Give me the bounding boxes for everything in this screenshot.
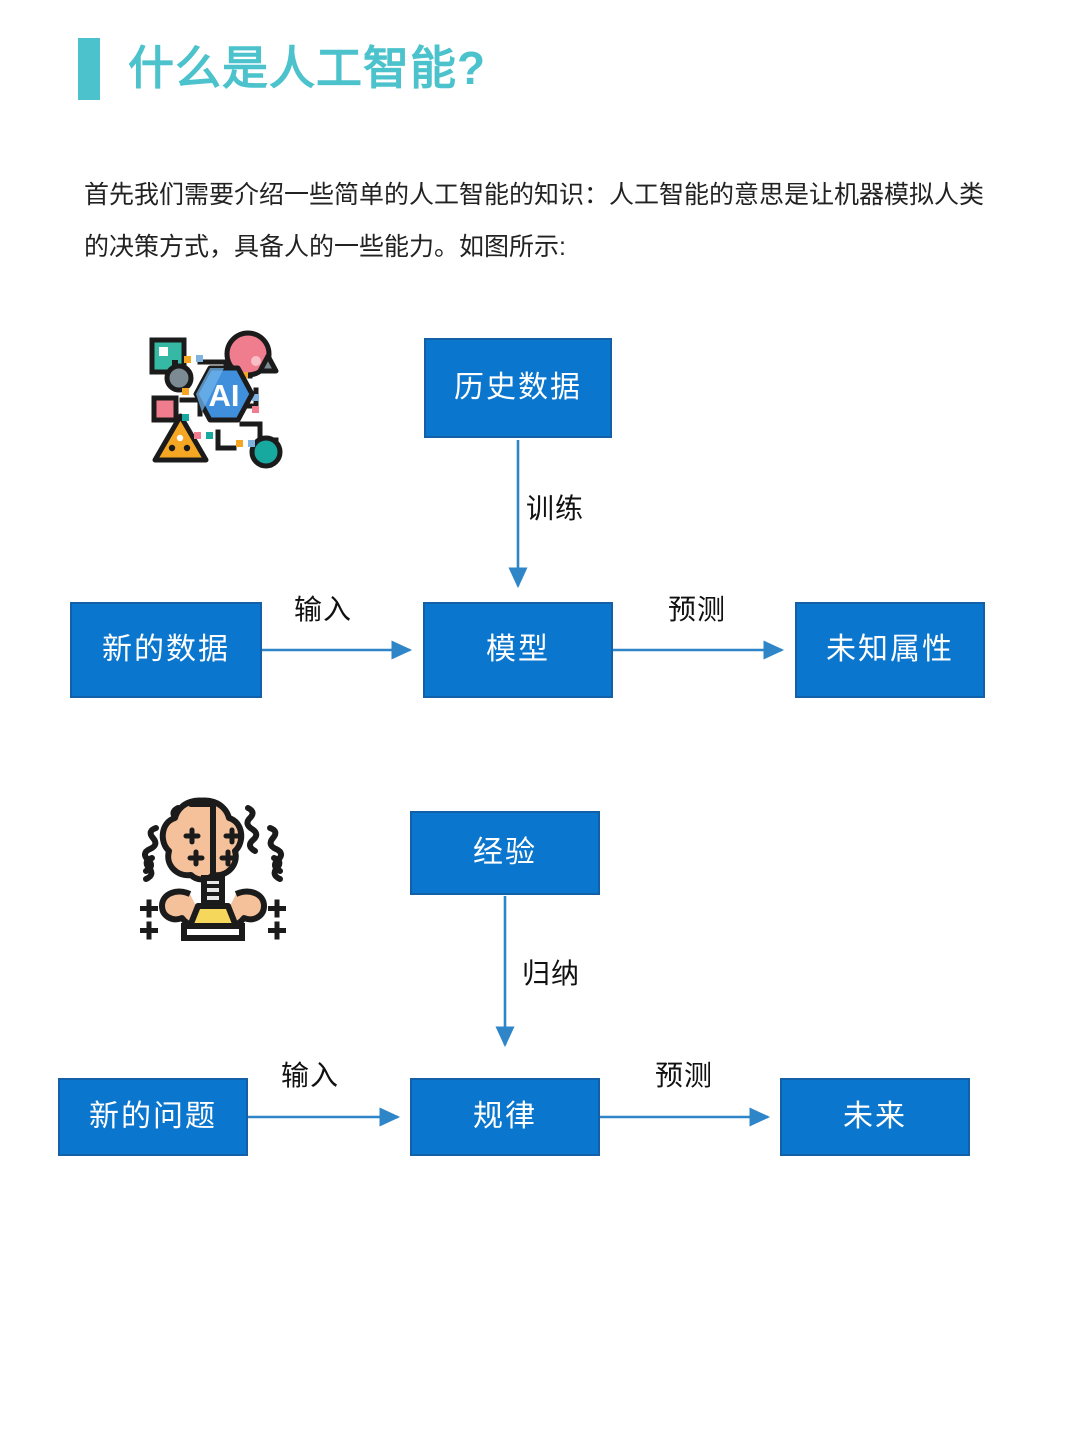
node-future[interactable]: 未来 <box>780 1078 970 1156</box>
node-rule[interactable]: 规律 <box>410 1078 600 1156</box>
node-new-data[interactable]: 新的数据 <box>70 602 262 698</box>
node-experience[interactable]: 经验 <box>410 811 600 895</box>
node-new-problem[interactable]: 新的问题 <box>58 1078 248 1156</box>
node-unknown-attribute[interactable]: 未知属性 <box>795 602 985 698</box>
intro-paragraph: 首先我们需要介绍一些简单的人工智能的知识：人工智能的意思是让机器模拟人类的决策方… <box>84 181 985 261</box>
ai-network-icon: AI <box>138 328 296 480</box>
edge-label-induce: 归纳 <box>522 958 581 989</box>
page-title: 什么是人工智能? <box>128 42 487 94</box>
node-history-data[interactable]: 历史数据 <box>424 338 612 438</box>
node-model[interactable]: 模型 <box>423 602 613 698</box>
edge-label-predict-bottom: 预测 <box>655 1060 714 1091</box>
ai-hexagon-label: AI <box>209 378 240 413</box>
title-accent-bar <box>78 38 100 100</box>
edge-label-train: 训练 <box>526 493 585 524</box>
page-header: 什么是人工智能? <box>0 0 1080 120</box>
edge-label-input-top: 输入 <box>294 594 353 625</box>
strong-brain-icon <box>128 786 298 948</box>
edge-label-input-bottom: 输入 <box>281 1060 340 1091</box>
edge-label-predict-top: 预测 <box>668 594 727 625</box>
